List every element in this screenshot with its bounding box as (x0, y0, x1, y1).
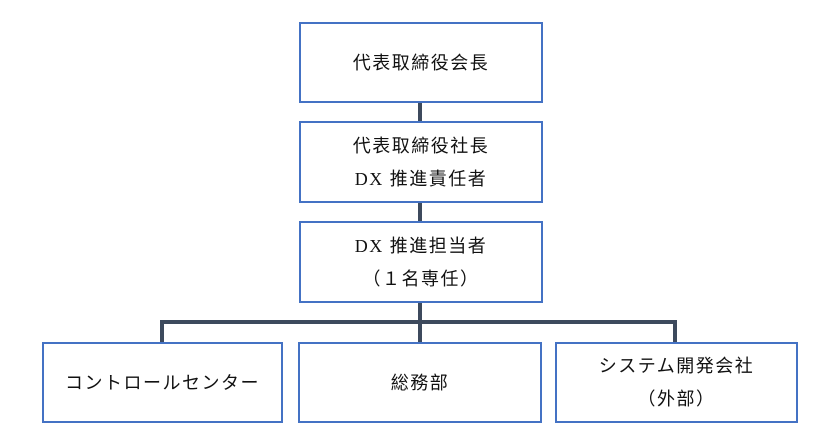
connector-horizontal-bar (160, 320, 677, 324)
node-control-center: コントロールセンター (42, 342, 283, 423)
node-dx-staff-label-line1: DX 推進担当者 (354, 235, 488, 256)
node-control-center-label: コントロールセンター (65, 372, 260, 393)
node-president-dx-lead: 代表取締役社長 DX 推進責任者 (299, 121, 543, 203)
connector-president-dx-staff (418, 203, 422, 221)
node-chairman-label: 代表取締役会長 (352, 52, 490, 73)
node-general-affairs: 総務部 (298, 342, 542, 423)
node-chairman: 代表取締役会長 (299, 22, 543, 103)
connector-drop-system-dev (673, 320, 677, 342)
node-system-dev-label-line2: （外部） (637, 389, 716, 409)
connector-chairman-president (418, 103, 422, 121)
node-system-dev-external: システム開発会社 （外部） (555, 342, 798, 423)
node-general-affairs-label: 総務部 (390, 372, 450, 393)
node-president-label-line2: DX 推進責任者 (354, 168, 488, 189)
node-system-dev-label-line1: システム開発会社 (598, 356, 755, 376)
node-dx-staff: DX 推進担当者 （１名専任） (299, 221, 543, 303)
connector-drop-control-center (160, 320, 164, 342)
node-dx-staff-label-line2: （１名専任） (362, 268, 480, 289)
node-president-label-line1: 代表取締役社長 (352, 135, 490, 156)
